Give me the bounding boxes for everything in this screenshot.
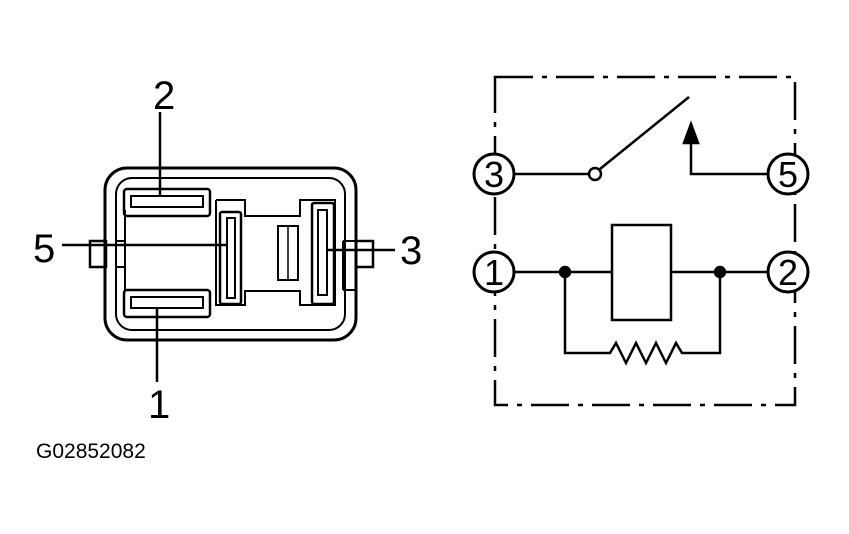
terminal-5-outer bbox=[218, 210, 243, 306]
terminal-3-outer bbox=[310, 201, 336, 306]
pin-3-circle bbox=[472, 152, 516, 196]
pin-3-label: 3 bbox=[484, 154, 504, 195]
pin-2-label: 2 bbox=[778, 252, 798, 293]
relay-schematic bbox=[472, 75, 810, 407]
terminal-2-blade bbox=[130, 195, 204, 208]
relay-enclosure bbox=[493, 75, 797, 407]
pin-1-label: 1 bbox=[484, 252, 504, 293]
relay-coil bbox=[610, 223, 673, 322]
wire-pin5 bbox=[689, 134, 768, 176]
pin-5-label: 5 bbox=[778, 154, 798, 195]
contact-arrow bbox=[682, 120, 700, 145]
terminal-3-blade bbox=[317, 209, 328, 296]
terminal-2-outer bbox=[122, 187, 212, 218]
terminal-1-blade bbox=[130, 296, 204, 309]
label-right: 3 bbox=[400, 229, 422, 273]
terminal-1-outer bbox=[122, 288, 212, 319]
label-bottom: 1 bbox=[148, 383, 170, 427]
pin-2-circle bbox=[766, 250, 810, 294]
figure-code: G02852082 bbox=[36, 440, 146, 463]
terminal-5-blade bbox=[226, 217, 236, 299]
label-top: 2 bbox=[153, 74, 175, 118]
right-tab bbox=[354, 239, 375, 269]
resistor-branch bbox=[563, 272, 722, 366]
switch-arm bbox=[599, 96, 690, 170]
center-pocket bbox=[215, 199, 336, 306]
pin-1-circle bbox=[472, 250, 516, 294]
left-tab bbox=[88, 239, 108, 269]
switch-pivot bbox=[587, 166, 603, 182]
label-left: 5 bbox=[33, 227, 55, 271]
pin-5-circle bbox=[766, 152, 810, 196]
connector-view bbox=[62, 112, 395, 382]
